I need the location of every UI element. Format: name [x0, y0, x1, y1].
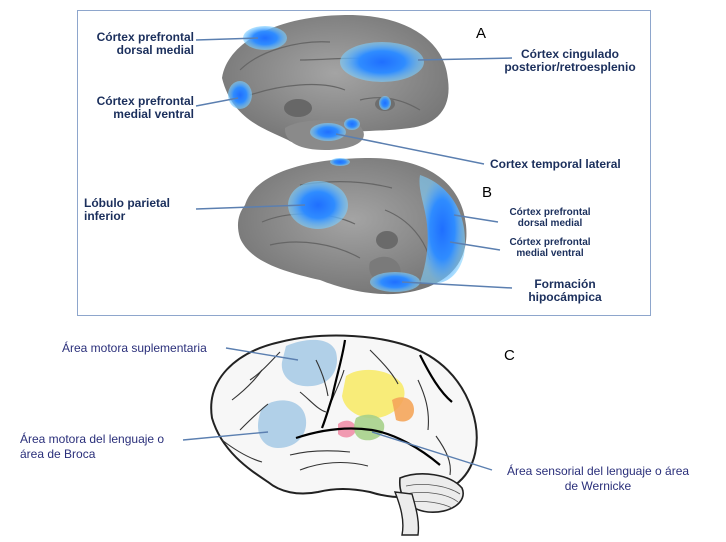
label-line: medial ventral [516, 248, 584, 260]
label-b-hippocampal-formation: Formación hipocámpica [520, 277, 610, 305]
label-line: Lóbulo parietal [84, 196, 171, 210]
label-b-inferior-parietal: Lóbulo parietal inferior [84, 196, 194, 224]
label-line: Córtex prefrontal [96, 94, 194, 108]
label-line: medial ventral [113, 107, 194, 122]
label-b-medial-ventral-prefrontal: Córtex prefrontal medial ventral [500, 237, 600, 259]
panel-label-c: C [504, 347, 515, 364]
label-line: Córtex prefrontal [96, 30, 194, 44]
label-line: de Wernicke [564, 479, 632, 493]
label-b-dorsal-medial-prefrontal: Córtex prefrontal dorsal medial [500, 207, 600, 229]
label-line: Área sensorial del lenguaje o área [506, 464, 690, 478]
label-line: área de Broca [20, 447, 96, 461]
label-line: Cortex temporal lateral [490, 157, 621, 171]
label-line: Área motora del lenguaje o [20, 432, 165, 446]
label-a-lateral-temporal: Cortex temporal lateral [490, 157, 621, 171]
label-a-medial-ventral-prefrontal: Córtex prefrontal medial ventral [84, 94, 194, 122]
label-c-wernicke-area: Área sensorial del lenguaje o área de We… [498, 464, 698, 494]
label-line: dorsal medial [116, 43, 194, 58]
label-c-broca-area: Área motora del lenguaje o área de Broca [20, 432, 164, 462]
label-line: Formación [534, 277, 596, 291]
label-line: inferior [84, 209, 126, 224]
label-line: posterior/retroesplenio [504, 60, 636, 75]
label-a-dorsal-medial-prefrontal: Córtex prefrontal dorsal medial [84, 30, 194, 58]
label-line: Área motora suplementaria [62, 341, 207, 355]
panel-label-a: A [476, 25, 487, 42]
label-line: hipocámpica [528, 290, 602, 305]
label-line: Córtex prefrontal [509, 207, 591, 218]
label-a-posterior-cingulate: Córtex cingulado posterior/retroesplenio [500, 47, 640, 75]
label-line: dorsal medial [517, 218, 583, 230]
panel-label-b: B [482, 184, 493, 201]
label-line: Córtex cingulado [520, 47, 619, 61]
label-c-supplementary-motor-area: Área motora suplementaria [62, 341, 207, 356]
label-line: Córtex prefrontal [509, 237, 591, 248]
